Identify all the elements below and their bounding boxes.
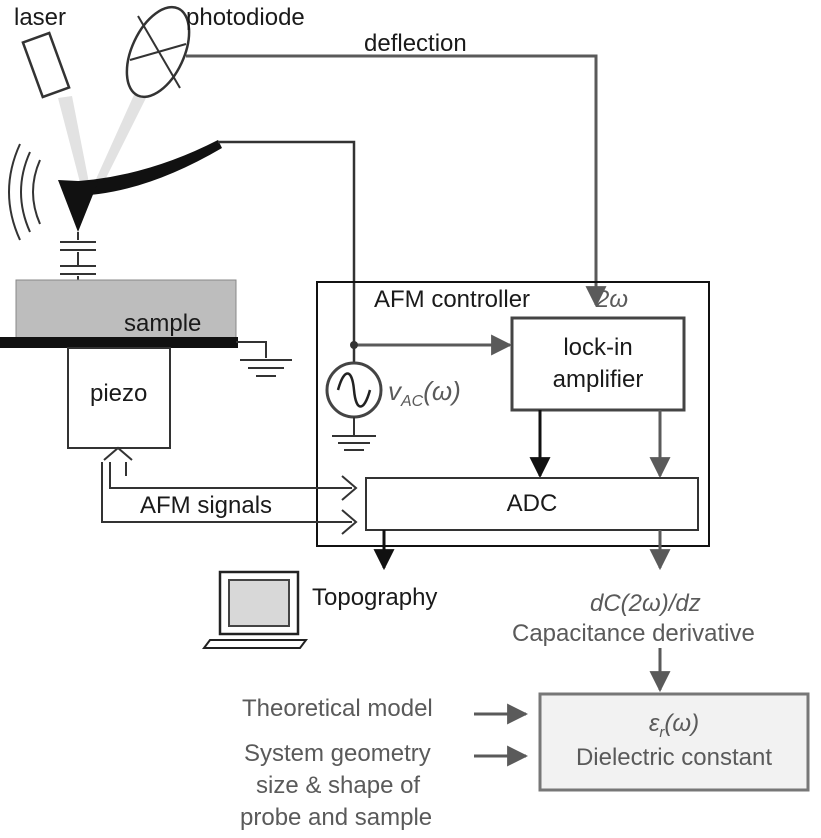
piezo-box	[67, 347, 171, 449]
deflection-line	[186, 54, 607, 308]
adc-box	[365, 477, 699, 531]
system-geometry-line2: size & shape of	[256, 772, 421, 799]
lockin-label-line1: lock-in	[563, 334, 633, 361]
system-geometry-line3: probe and sample	[240, 804, 433, 831]
afm-controller-label: AFM controller	[374, 286, 531, 313]
computer-monitor-icon	[202, 570, 308, 649]
cantilever-wire	[218, 140, 356, 362]
afm-signals-label: AFM signals	[140, 492, 273, 519]
adc-label: ADC	[506, 490, 558, 517]
sample-base	[0, 337, 238, 348]
topography-label: Topography	[312, 584, 438, 611]
laser-label: laser	[14, 4, 67, 31]
sample-block	[15, 279, 237, 341]
capacitance-derivative-label: Capacitance derivative	[512, 620, 755, 647]
epsilon-subscript: r	[659, 723, 665, 741]
photodiode-label: photodiode	[186, 4, 305, 31]
cantilever-tip-icon	[8, 140, 222, 241]
reflected-beam	[92, 86, 150, 190]
system-geometry-line1: System geometry	[244, 740, 431, 767]
dc-dz-label: dC(2ω)/dz	[590, 590, 701, 617]
ac-source-icon	[325, 361, 383, 451]
lockin-box	[510, 316, 686, 412]
lockin-label-line2: amplifier	[552, 366, 644, 393]
vac-symbol: v	[388, 376, 401, 406]
epsilon-symbol: ε	[648, 710, 660, 737]
photodiode-icon	[125, 5, 191, 99]
afm-controller-box	[316, 281, 710, 547]
piezo-label: piezo	[90, 380, 148, 407]
afm-signals-loop	[101, 446, 358, 535]
epsilon-argument: (ω)	[664, 710, 700, 737]
theoretical-model-label: Theoretical model	[242, 695, 433, 722]
vac-label: vAC(ω)	[388, 378, 461, 410]
epsilon-label: εr(ω)	[540, 712, 808, 740]
vac-argument: (ω)	[423, 376, 461, 406]
vac-subscript: AC	[401, 393, 424, 411]
laser-beam	[58, 96, 90, 190]
sample-label: sample	[124, 310, 202, 337]
ground-icon	[236, 341, 292, 377]
result-box	[538, 692, 810, 792]
two-omega-label: 2ω	[596, 286, 629, 313]
deflection-label: deflection	[364, 30, 467, 57]
laser-icon	[21, 31, 71, 99]
dielectric-constant-label: Dielectric constant	[575, 744, 773, 771]
